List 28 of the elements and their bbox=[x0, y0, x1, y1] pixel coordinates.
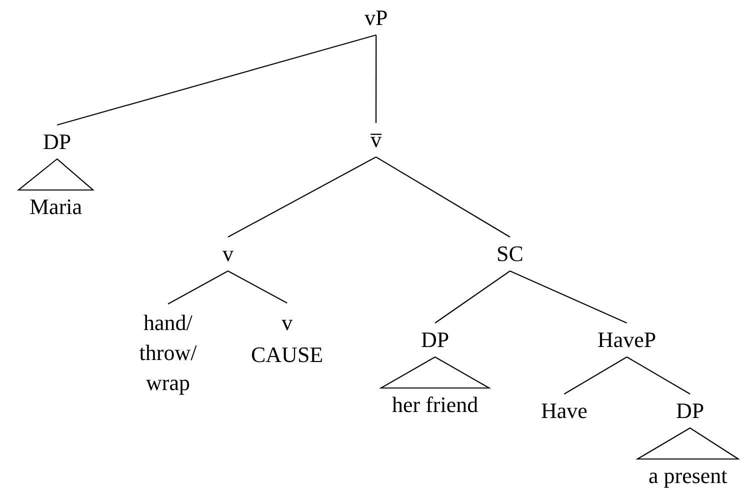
branch-line bbox=[375, 35, 377, 123]
node-label: CAUSE bbox=[251, 341, 324, 369]
node-label: v̅ bbox=[370, 127, 382, 153]
branch-line bbox=[564, 356, 628, 394]
node-label: v bbox=[280, 309, 294, 337]
node-label: a present bbox=[648, 463, 728, 489]
branch-line bbox=[626, 356, 690, 394]
node-label: SC bbox=[496, 241, 524, 267]
triangle-branch bbox=[378, 356, 492, 389]
node-label: hand/ throw/ wrap bbox=[138, 309, 198, 397]
node-label: v bbox=[222, 241, 234, 267]
branch-line bbox=[56, 34, 376, 126]
node-label: DP bbox=[421, 327, 450, 353]
branch-line bbox=[510, 270, 628, 324]
node-label: vP bbox=[364, 5, 388, 31]
node-label: HaveP bbox=[598, 327, 656, 353]
node-label: her friend bbox=[392, 392, 478, 418]
branch-line bbox=[228, 156, 376, 238]
node-label: DP bbox=[43, 129, 72, 155]
node-label: DP bbox=[676, 398, 704, 424]
branch-line bbox=[228, 270, 288, 304]
branch-line bbox=[434, 270, 510, 324]
node-label: Maria bbox=[30, 194, 82, 220]
branch-line bbox=[168, 270, 228, 304]
triangle-branch bbox=[635, 427, 740, 460]
triangle-branch bbox=[16, 158, 95, 191]
branch-line bbox=[376, 156, 510, 238]
node-label: Have bbox=[541, 398, 588, 424]
